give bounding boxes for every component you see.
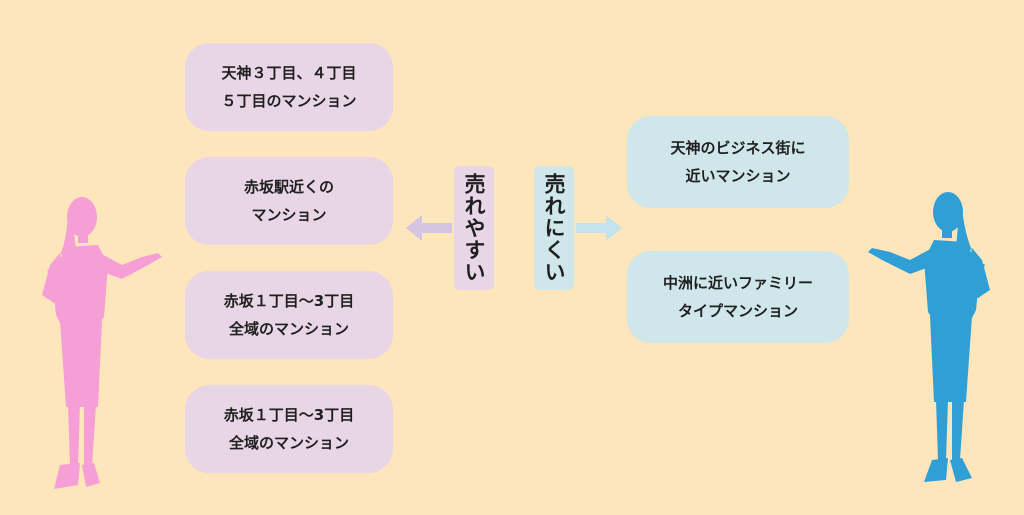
hard-sell-box-1-line2: 近いマンション: [685, 167, 791, 185]
hard-sell-box-1-line1: 天神のビジネス街に: [670, 139, 806, 157]
easy-sell-label: 売れやすい: [454, 166, 494, 290]
hard-sell-box-2: 中洲に近いファミリー タイプマンション: [627, 251, 849, 343]
easy-sell-box-3: 赤坂１丁目〜3丁目 全域のマンション: [185, 271, 393, 359]
woman-presenter-blue-icon: [868, 192, 990, 482]
easy-sell-box-2: 赤坂駅近くの マンション: [185, 157, 393, 245]
easy-sell-box-1: 天神３丁目、４丁目 ５丁目のマンション: [185, 43, 393, 131]
easy-sell-box-3-line2: 全域のマンション: [228, 320, 349, 338]
easy-sell-box-1-line1: 天神３丁目、４丁目: [221, 64, 357, 82]
hard-sell-box-2-line2: タイプマンション: [677, 302, 798, 320]
hard-sell-box-1: 天神のビジネス街に 近いマンション: [627, 116, 849, 208]
easy-sell-box-4-line2: 全域のマンション: [228, 434, 349, 452]
easy-sell-box-2-line1: 赤坂駅近くの: [243, 178, 334, 196]
easy-sell-box-3-line1: 赤坂１丁目〜3丁目: [223, 292, 355, 310]
arrow-right-icon: [576, 215, 622, 241]
hard-sell-label: 売れにくい: [534, 166, 574, 290]
easy-sell-box-4-line1: 赤坂１丁目〜3丁目: [223, 406, 355, 424]
hard-sell-box-2-line1: 中洲に近いファミリー: [662, 274, 813, 292]
easy-sell-box-1-line2: ５丁目のマンション: [221, 92, 357, 110]
easy-sell-box-2-line2: マンション: [251, 206, 327, 224]
easy-sell-box-4: 赤坂１丁目〜3丁目 全域のマンション: [185, 385, 393, 473]
woman-presenter-pink-icon: [42, 197, 162, 489]
arrow-left-icon: [406, 215, 452, 241]
